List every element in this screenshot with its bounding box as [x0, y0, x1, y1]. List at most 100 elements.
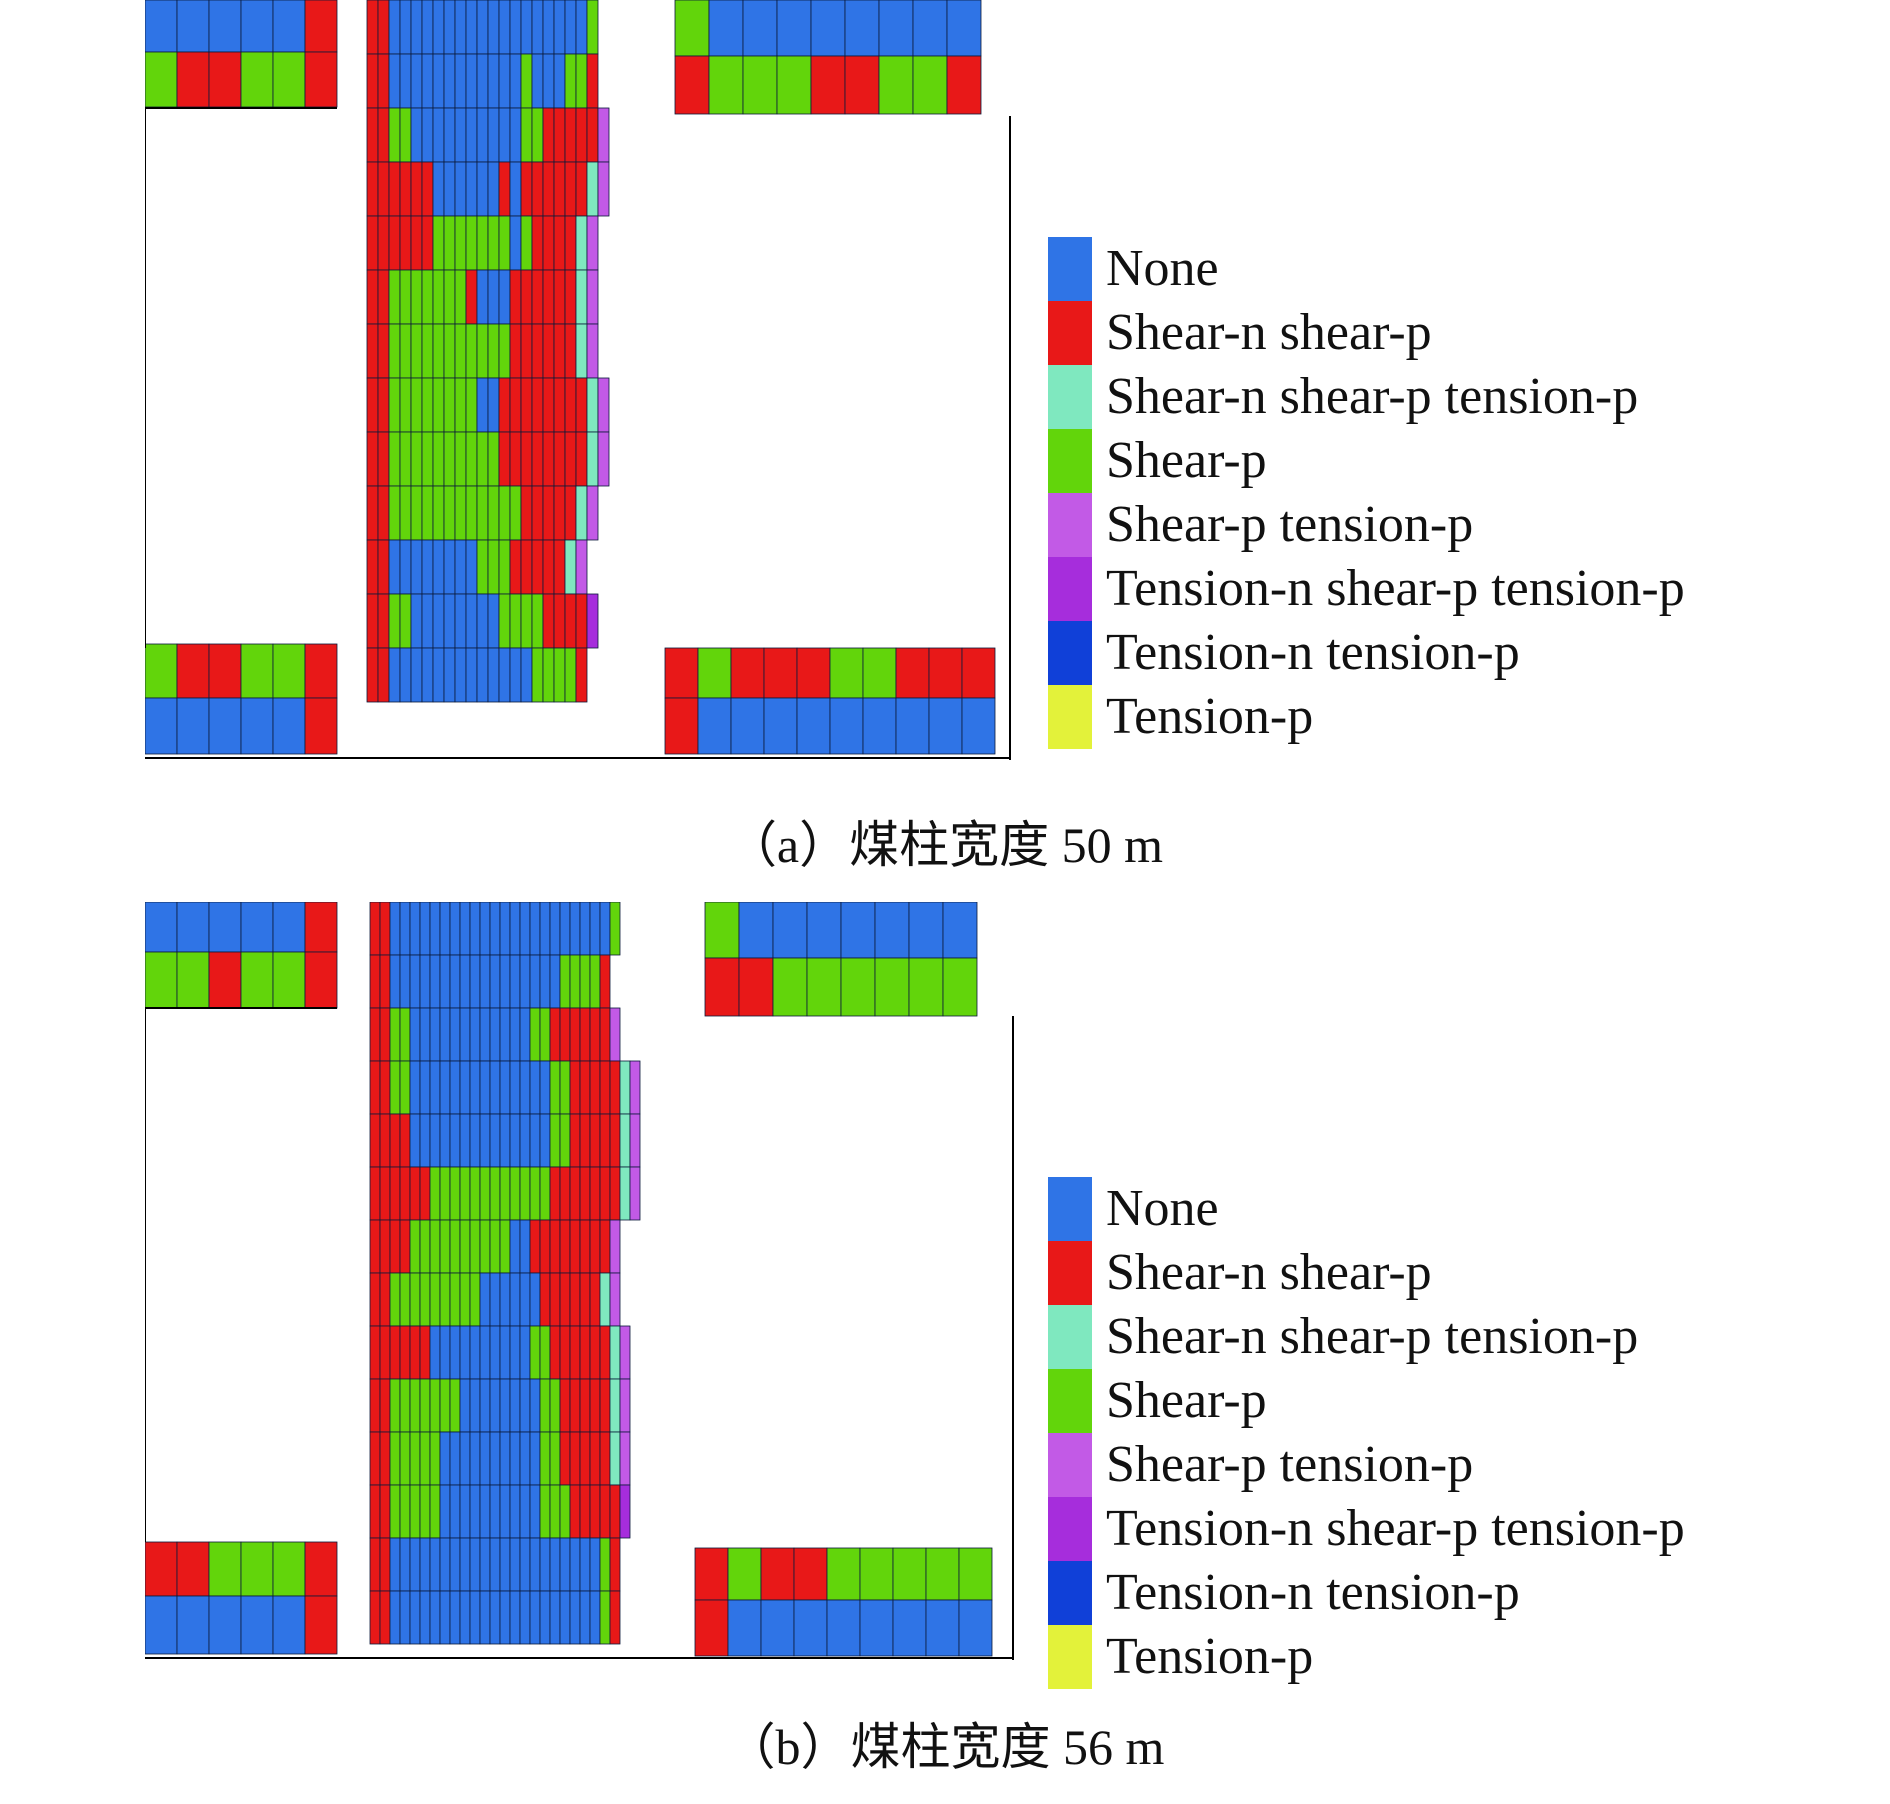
pillar-cell: [509, 593, 522, 649]
pillar-cell: [499, 1590, 511, 1645]
roadway-cell: [738, 902, 774, 959]
pillar-cell: [586, 161, 599, 217]
pillar-cell: [553, 539, 566, 595]
pillar-cell: [443, 269, 456, 325]
pillar-cell: [539, 1431, 551, 1486]
pillar-cell: [388, 269, 401, 325]
pillar-cell: [489, 1484, 501, 1539]
pillar-cell: [575, 647, 588, 703]
legend-label: Shear-p tension-p: [1106, 496, 1474, 553]
failure-zone-plot-b: [145, 902, 1015, 1662]
pillar-cell: [579, 1325, 591, 1380]
pillar-cell: [388, 647, 401, 703]
pillar-cell: [439, 1219, 451, 1274]
roadway-cell: [304, 1541, 338, 1597]
pillar-cell: [377, 323, 390, 379]
pillar-cell: [575, 485, 588, 541]
pillar-cell: [465, 431, 478, 487]
pillar-cell: [609, 1060, 621, 1115]
pillar-cell: [366, 323, 379, 379]
pillar-cell: [609, 1325, 621, 1380]
pillar-cell: [432, 107, 445, 163]
pillar-cell: [479, 1378, 491, 1433]
pillar-cell: [549, 1325, 561, 1380]
legend-swatch: [1048, 493, 1092, 557]
pillar-cell: [369, 1060, 381, 1115]
pillar-cell: [369, 1378, 381, 1433]
pillar-cell: [409, 1431, 421, 1486]
pillar-cell: [531, 485, 544, 541]
pillar-cell: [432, 377, 445, 433]
pillar-cell: [379, 1484, 391, 1539]
pillar-cell: [429, 902, 441, 956]
roadway-cell: [304, 1595, 338, 1655]
pillar-cell: [553, 161, 566, 217]
pillar-cell: [529, 1219, 541, 1274]
pillar-cell: [389, 1484, 401, 1539]
pillar-cell: [589, 1272, 601, 1327]
roadway-cell: [878, 0, 914, 57]
pillar-cell: [539, 1219, 551, 1274]
pillar-cell: [589, 1431, 601, 1486]
roadway-cell: [304, 51, 338, 108]
pillar-cell: [421, 377, 434, 433]
roadway-cell: [730, 647, 765, 699]
roadway-cell: [772, 902, 808, 959]
pillar-cell: [479, 902, 491, 956]
pillar-cell: [487, 0, 500, 55]
pillar-cell: [432, 215, 445, 271]
pillar-cell: [399, 485, 412, 541]
pillar-cell: [469, 1325, 481, 1380]
roadway-cell: [708, 0, 744, 57]
failure-zone-plot-a: [145, 0, 1015, 760]
roadway-cell: [958, 1599, 993, 1657]
roadway-cell: [176, 1595, 210, 1655]
pillar-cell: [519, 1378, 531, 1433]
pillar-cell: [559, 1166, 571, 1221]
pillar-cell: [489, 1166, 501, 1221]
pillar-cell: [609, 1378, 621, 1433]
pillar-cell: [479, 1272, 491, 1327]
pillar-cell: [599, 1431, 611, 1486]
pillar-cell: [498, 269, 511, 325]
pillar-cell: [529, 954, 541, 1009]
pillar-cell: [619, 1484, 631, 1539]
pillar-cell: [520, 107, 533, 163]
pillar-cell: [509, 1113, 521, 1168]
pillar-cell: [388, 53, 401, 109]
legend-a: None Shear-n shear-p Shear-n shear-p ten…: [1048, 237, 1868, 749]
pillar-cell: [499, 1537, 511, 1592]
pillar-cell: [575, 53, 588, 109]
pillar-cell: [579, 1272, 591, 1327]
pillar-cell: [559, 954, 571, 1009]
pillar-cell: [569, 1325, 581, 1380]
legend-swatch: [1048, 1561, 1092, 1625]
pillar-cell: [389, 1325, 401, 1380]
pillar-cell: [449, 1325, 461, 1380]
roadway-cell: [961, 697, 996, 755]
pillar-cell: [479, 1007, 491, 1062]
pillar-cell: [489, 902, 501, 956]
pillar-cell: [377, 485, 390, 541]
pillar-cell: [499, 1325, 511, 1380]
roadway-cell: [208, 1541, 242, 1597]
pillar-cell: [421, 647, 434, 703]
pillar-cell: [549, 1378, 561, 1433]
pillar-cell: [599, 1113, 611, 1168]
pillar-cell: [379, 1272, 391, 1327]
legend-swatch: [1048, 237, 1092, 301]
pillar-cell: [597, 161, 610, 217]
pillar-cell: [499, 1060, 511, 1115]
pillar-cell: [421, 53, 434, 109]
pillar-cell: [443, 647, 456, 703]
roadway-cell: [176, 0, 210, 53]
pillar-cell: [439, 954, 451, 1009]
pillar-cell: [559, 1484, 571, 1539]
pillar-cell: [366, 0, 379, 55]
legend-item-tension-p: Tension-p: [1048, 1625, 1868, 1689]
pillar-cell: [366, 269, 379, 325]
pillar-cell: [569, 1166, 581, 1221]
pillar-cell: [531, 377, 544, 433]
pillar-cell: [629, 1113, 641, 1168]
pillar-cell: [559, 1007, 571, 1062]
